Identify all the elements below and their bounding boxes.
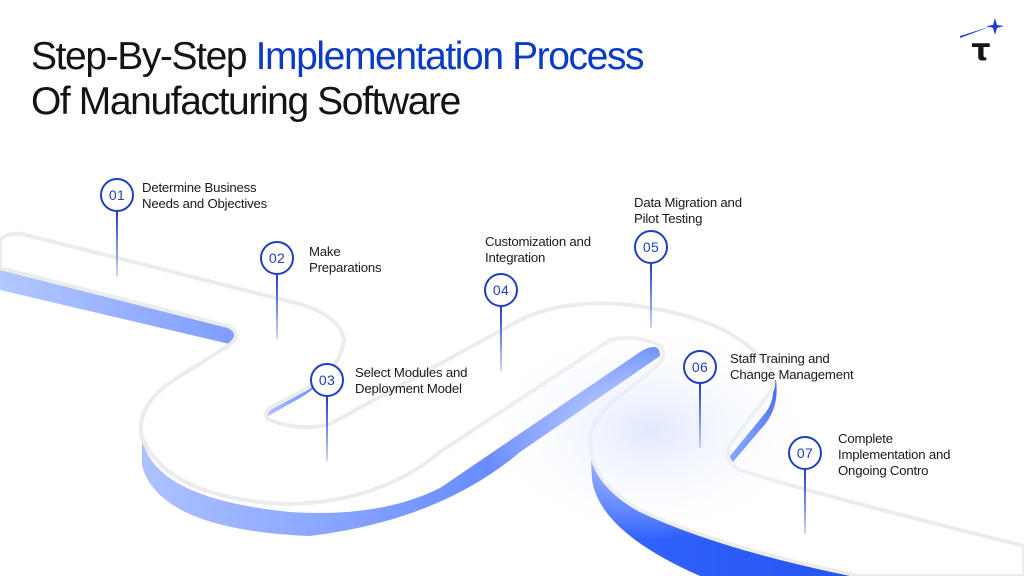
road-glow — [480, 320, 820, 540]
step-label-line: Change Management — [730, 367, 854, 382]
step-label-line: Make — [309, 244, 341, 259]
pin-stem — [276, 275, 278, 339]
step-label-02: Make Preparations — [309, 244, 382, 276]
step-label-line: Preparations — [309, 260, 382, 275]
title-line2: Of Manufacturing Software — [31, 80, 461, 123]
step-label-06: Staff Training and Change Management — [730, 351, 854, 383]
pin-stem — [500, 307, 502, 371]
step-label-line: Implementation and — [838, 447, 951, 462]
step-number: 06 — [683, 350, 717, 384]
step-pin-06[interactable]: 06 — [683, 350, 717, 448]
step-number: 04 — [484, 273, 518, 307]
step-label-line: Staff Training and — [730, 351, 830, 366]
step-label-03: Select Modules and Deployment Model — [355, 365, 467, 397]
step-label-line: Select Modules and — [355, 365, 468, 380]
title-part1: Step-By-Step — [31, 35, 256, 78]
road-side-segment-4 — [589, 436, 880, 576]
pin-stem — [699, 384, 701, 448]
step-label-05: Data Migration and Pilot Testing — [634, 195, 742, 227]
pin-stem — [116, 212, 118, 276]
pin-stem — [804, 470, 806, 534]
step-label-line: Ongoing Contro — [838, 463, 929, 478]
logo-glyph: τ — [971, 33, 990, 64]
star-sparkle-icon — [960, 18, 1004, 38]
title-highlight: Implementation Process — [255, 35, 645, 78]
step-label-line: Customization and — [485, 234, 591, 249]
step-pin-07[interactable]: 07 — [788, 436, 822, 534]
step-pin-04[interactable]: 04 — [484, 273, 518, 371]
page-title: Step-By-Step Implementation Process Of M… — [31, 34, 645, 124]
step-label-line: Deployment Model — [355, 381, 462, 396]
step-label-line: Determine Business — [142, 180, 257, 195]
step-pin-03[interactable]: 03 — [310, 363, 344, 461]
step-pin-05[interactable]: 05 — [634, 230, 668, 328]
step-label-07: Complete Implementation and Ongoing Cont… — [838, 431, 950, 479]
step-number: 07 — [788, 436, 822, 470]
step-label-04: Customization and Integration — [485, 234, 591, 266]
step-label-line: Needs and Objectives — [142, 196, 268, 211]
step-number: 02 — [260, 241, 294, 275]
step-number: 01 — [100, 178, 134, 212]
road-side-segment-1 — [0, 268, 240, 346]
step-label-line: Complete — [838, 431, 893, 446]
step-label-01: Determine Business Needs and Objectives — [142, 180, 267, 212]
brand-logo: τ — [960, 18, 1004, 64]
step-pin-01[interactable]: 01 — [100, 178, 134, 276]
pin-stem — [650, 264, 652, 328]
step-pin-02[interactable]: 02 — [260, 241, 294, 339]
step-label-line: Integration — [485, 250, 546, 265]
step-label-line: Pilot Testing — [634, 211, 703, 226]
pin-stem — [326, 397, 328, 461]
step-number: 05 — [634, 230, 668, 264]
step-label-line: Data Migration and — [634, 195, 742, 210]
step-number: 03 — [310, 363, 344, 397]
